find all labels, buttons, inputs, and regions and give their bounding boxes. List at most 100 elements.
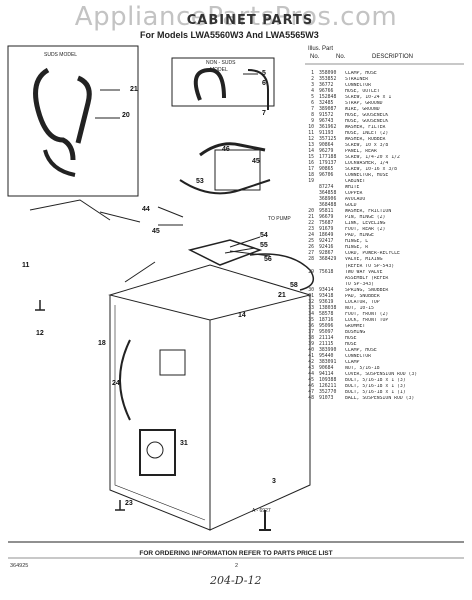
illus-number: 13 bbox=[308, 143, 314, 149]
part-number: 138038 bbox=[319, 305, 337, 311]
part-number: 75687 bbox=[319, 221, 334, 227]
part-description: LOCK, FRONT TOP bbox=[345, 317, 389, 323]
part-description: COVER, SUSPENSION ROD (3) bbox=[345, 371, 418, 377]
callout-23: 23 bbox=[125, 500, 133, 507]
part-description: STRAP, GROUND bbox=[345, 101, 383, 107]
illus-number: 41 bbox=[308, 353, 314, 359]
handwritten-note: 204-D-12 bbox=[210, 574, 262, 587]
model-numbers: For Models LWA5560W3 And LWA5565W3 bbox=[140, 30, 319, 40]
callout-21b: 21 bbox=[278, 292, 286, 299]
parts-list-row: TO SP-343) bbox=[305, 282, 465, 288]
callout-6: 6 bbox=[262, 80, 266, 87]
part-number: 21114 bbox=[319, 335, 334, 341]
part-description: SCREW, 10-16 x 3/8 bbox=[345, 167, 397, 173]
parts-list-row: 10 361962 WASHER, FILTER bbox=[305, 125, 465, 131]
suds-model-box bbox=[7, 45, 139, 197]
suds-hose-drawing bbox=[33, 67, 76, 161]
part-number: 93418 bbox=[319, 293, 334, 299]
callout-31: 31 bbox=[180, 440, 188, 447]
illus-number: 24 bbox=[308, 233, 314, 239]
callout-55: 55 bbox=[260, 242, 268, 249]
part-description: CONNECTOR, HOSE bbox=[345, 173, 389, 179]
part-number: 75618 bbox=[319, 269, 334, 275]
callout-12: 12 bbox=[36, 330, 44, 337]
part-description: PANEL, REAR bbox=[345, 149, 377, 155]
part-description: HINGE, R bbox=[345, 245, 369, 251]
part-number: 90864 bbox=[319, 143, 334, 149]
part-number: 18716 bbox=[319, 317, 334, 323]
part-number: 357125 bbox=[319, 137, 337, 143]
illus-number: 14 bbox=[308, 149, 314, 155]
non-suds-model-label: MODEL bbox=[210, 67, 228, 73]
illus-number: 40 bbox=[308, 347, 314, 353]
part-description: COPPER bbox=[345, 191, 363, 197]
part-number: 364858 bbox=[319, 191, 337, 197]
illus-number: 36 bbox=[308, 323, 314, 329]
illus-number: 33 bbox=[308, 305, 314, 311]
callout-20: 20 bbox=[122, 112, 130, 119]
part-number: 95440 bbox=[319, 353, 334, 359]
part-description: SCREW, 10 x 3/8 bbox=[345, 143, 389, 149]
illus-number: 43 bbox=[308, 365, 314, 371]
part-number: 358090 bbox=[319, 71, 337, 76]
part-description: WASHER, FILTER bbox=[345, 125, 386, 131]
part-description: HOSE, GOOSENECK bbox=[345, 113, 389, 119]
part-number: 126211 bbox=[319, 383, 337, 389]
callout-44: 44 bbox=[142, 206, 150, 213]
part-description: CABINET bbox=[345, 179, 366, 185]
callout-3: 3 bbox=[272, 478, 276, 485]
illus-number: 29 bbox=[308, 269, 314, 275]
illus-number: 21 bbox=[308, 215, 314, 221]
part-number: 95811 bbox=[319, 209, 334, 215]
part-description: GROMMET bbox=[345, 323, 366, 329]
part-number: 91073 bbox=[319, 395, 334, 401]
callout-45: 45 bbox=[252, 158, 260, 165]
illus-number: 15 bbox=[308, 155, 314, 161]
part-description: TO SP-343) bbox=[345, 281, 374, 287]
part-number: 361962 bbox=[319, 125, 337, 131]
part-number: 109388 bbox=[319, 377, 337, 383]
header-description: DESCRIPTION bbox=[372, 54, 414, 60]
parts-list-row: 13 90864 SCREW, 10 x 3/8 bbox=[305, 143, 465, 149]
part-description: CLAMP, HOSE bbox=[345, 71, 377, 76]
part-number: 95096 bbox=[319, 323, 334, 329]
part-number: 152848 bbox=[319, 95, 337, 101]
part-number: 179137 bbox=[319, 161, 337, 167]
illus-number: 10 bbox=[308, 125, 314, 131]
part-number: 36772 bbox=[319, 83, 334, 89]
illus-number: 7 bbox=[311, 107, 314, 113]
to-pump-label: TO PUMP bbox=[268, 216, 291, 222]
illus-number: 11 bbox=[308, 131, 314, 137]
callout-54: 54 bbox=[260, 232, 268, 239]
part-number: 91193 bbox=[319, 131, 334, 137]
callout-11: 11 bbox=[22, 262, 30, 269]
part-description: LOCATOR, TOP bbox=[345, 299, 380, 305]
illus-number: 35 bbox=[308, 317, 314, 323]
cabinet-left-side bbox=[109, 295, 211, 531]
non-suds-label: NON - SUDS bbox=[206, 60, 236, 66]
part-description: BALL, SUSPENSION ROD (3) bbox=[345, 395, 415, 401]
callout-58: 58 bbox=[290, 282, 298, 289]
callout-18: 18 bbox=[98, 340, 106, 347]
callout-21: 21 bbox=[130, 86, 138, 93]
illus-number: 31 bbox=[308, 293, 314, 299]
